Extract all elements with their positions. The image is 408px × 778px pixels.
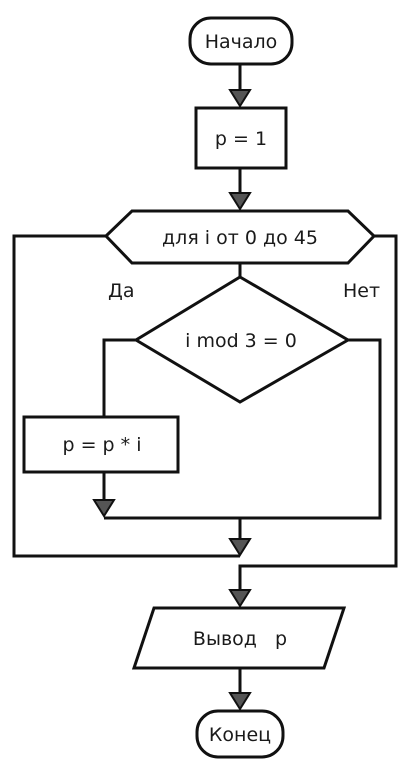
end-terminal-shape <box>195 709 285 759</box>
connector-merge-line <box>104 338 382 520</box>
end-label: Конец <box>209 724 271 746</box>
init-node: p = 1 <box>194 106 288 170</box>
connector-condition-yes <box>102 338 136 417</box>
arrowhead-end <box>228 692 252 711</box>
start-label: Начало <box>205 31 278 53</box>
init-label: p = 1 <box>215 128 267 150</box>
output-node: Вывод p <box>131 606 347 670</box>
arrowhead-merge <box>92 499 116 518</box>
connector-loop-back <box>12 234 240 558</box>
output-parallelogram-shape <box>131 606 347 670</box>
arrowhead-output <box>228 589 252 608</box>
arrowhead-loop-back <box>228 538 252 557</box>
end-node: Конец <box>195 709 285 759</box>
start-node: Начало <box>188 16 294 66</box>
start-terminal-shape <box>188 16 294 66</box>
connector-loop-exit <box>238 234 398 590</box>
multiply-process-shape <box>22 415 180 474</box>
condition-diamond-shape <box>133 275 351 404</box>
loop-hexagon-shape <box>103 209 377 265</box>
multiply-node: p = p * i <box>22 415 180 474</box>
init-process-shape <box>194 106 288 170</box>
arrowheads <box>92 89 252 711</box>
multiply-label: p = p * i <box>63 434 142 456</box>
output-label: Вывод p <box>193 628 287 650</box>
condition-node: i mod 3 = 0 <box>133 275 351 404</box>
arrowhead-loop <box>228 192 252 211</box>
yes-label: Да <box>108 280 135 302</box>
loop-node: для i от 0 до 45 <box>103 209 377 265</box>
loop-label: для i от 0 до 45 <box>162 227 318 249</box>
no-label: Нет <box>343 280 380 302</box>
arrowhead-init <box>228 89 252 108</box>
condition-label: i mod 3 = 0 <box>185 330 297 352</box>
connectors <box>12 64 398 693</box>
